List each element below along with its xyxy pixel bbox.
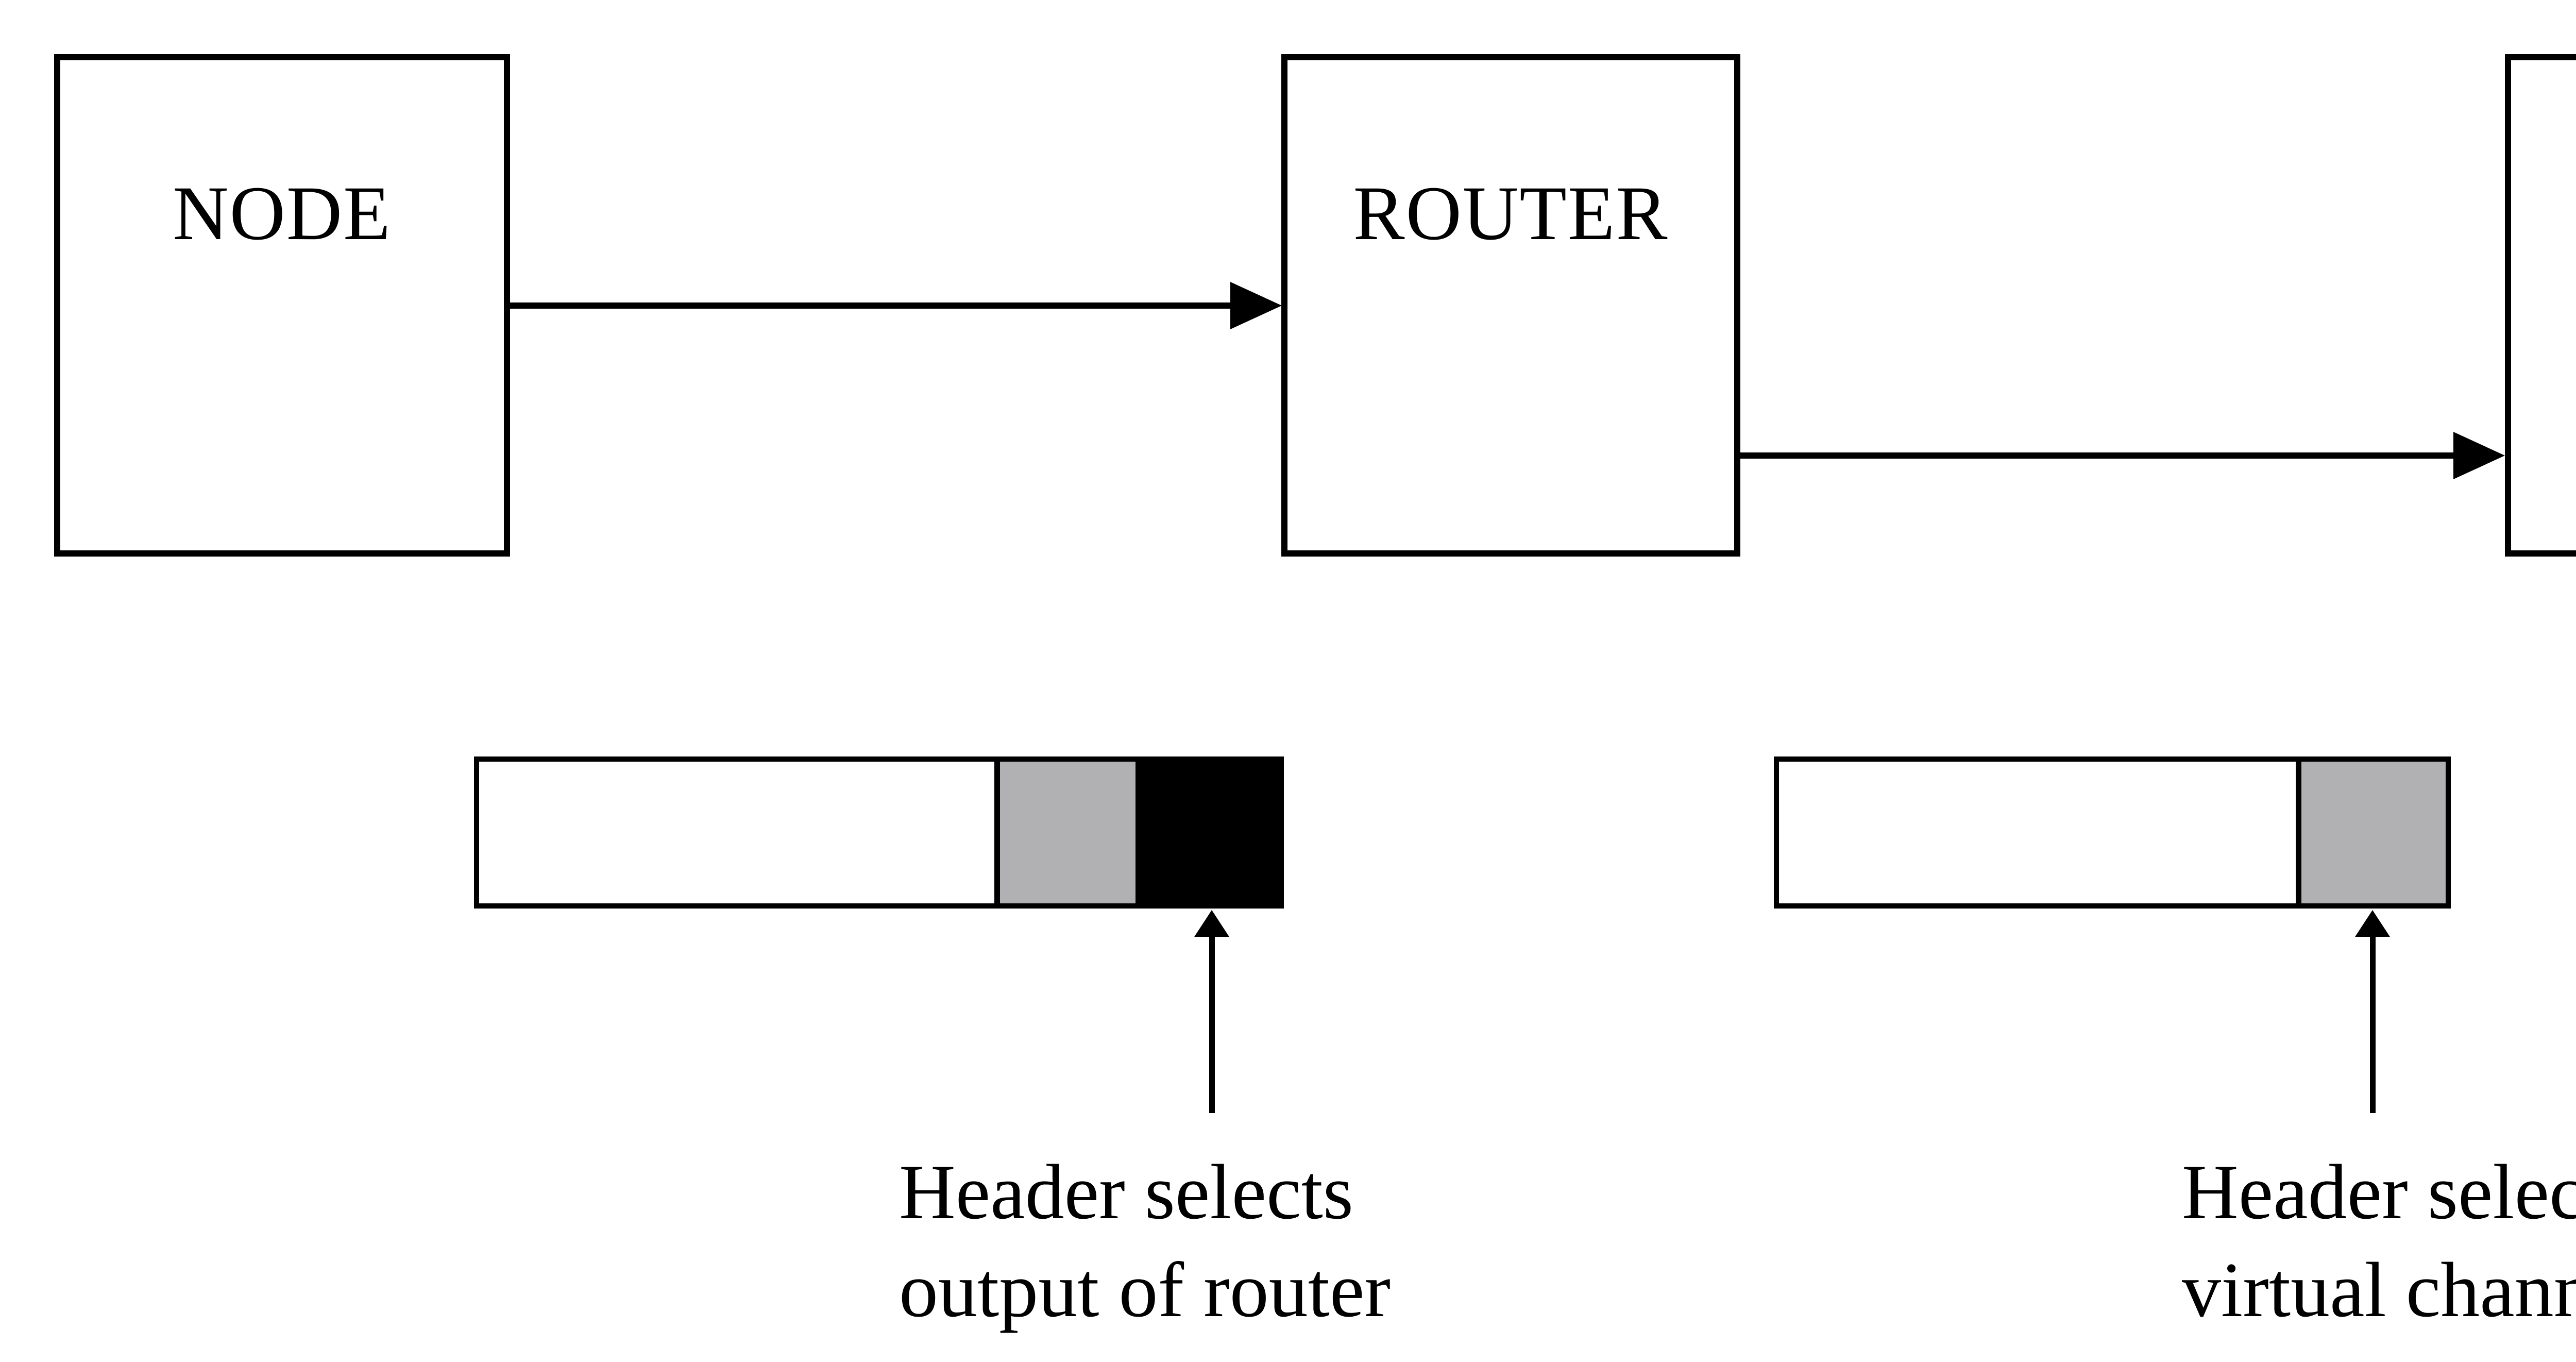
packet-right-payload-segment (1779, 762, 2296, 903)
node-box-right: NODE (2505, 54, 2576, 557)
node-box-left: NODE (54, 54, 510, 557)
packet-left-payload-segment (479, 762, 994, 903)
packet-left-segment-divider (994, 762, 1000, 903)
caption-right-line2: virtual channel (2182, 1247, 2576, 1333)
caption-left: Header selects output of router (899, 1143, 1391, 1339)
caption-left-line1: Header selects (899, 1149, 1353, 1235)
router-box: ROUTER (1281, 54, 1740, 557)
link-node-to-router-arrowhead-icon (1230, 282, 1282, 329)
packet-bar-left (474, 756, 1284, 909)
caption-right: Header selects virtual channel (2182, 1143, 2576, 1339)
pointer-right-arrowhead-icon (2355, 910, 2390, 937)
pointer-left-arrowhead-icon (1194, 910, 1229, 937)
caption-right-line1: Header selects (2182, 1149, 2576, 1235)
packet-left-header-black-segment (1136, 762, 1279, 903)
packet-right-segment-divider (2296, 762, 2301, 903)
link-node-to-router-line (510, 302, 1232, 309)
node-box-left-label: NODE (173, 171, 392, 256)
router-box-label: ROUTER (1353, 171, 1669, 256)
caption-left-line2: output of router (899, 1247, 1391, 1333)
node-box-right-label: NODE (2511, 60, 2576, 256)
packet-right-header-gray-segment (2301, 762, 2446, 903)
link-router-to-node-arrowhead-icon (2453, 432, 2505, 479)
link-router-to-node-line (1740, 452, 2454, 459)
pointer-right-line (2370, 934, 2376, 1113)
pointer-left-line (1209, 934, 1215, 1113)
packet-bar-right (1774, 756, 2451, 909)
packet-left-header-gray-segment (1000, 762, 1136, 903)
